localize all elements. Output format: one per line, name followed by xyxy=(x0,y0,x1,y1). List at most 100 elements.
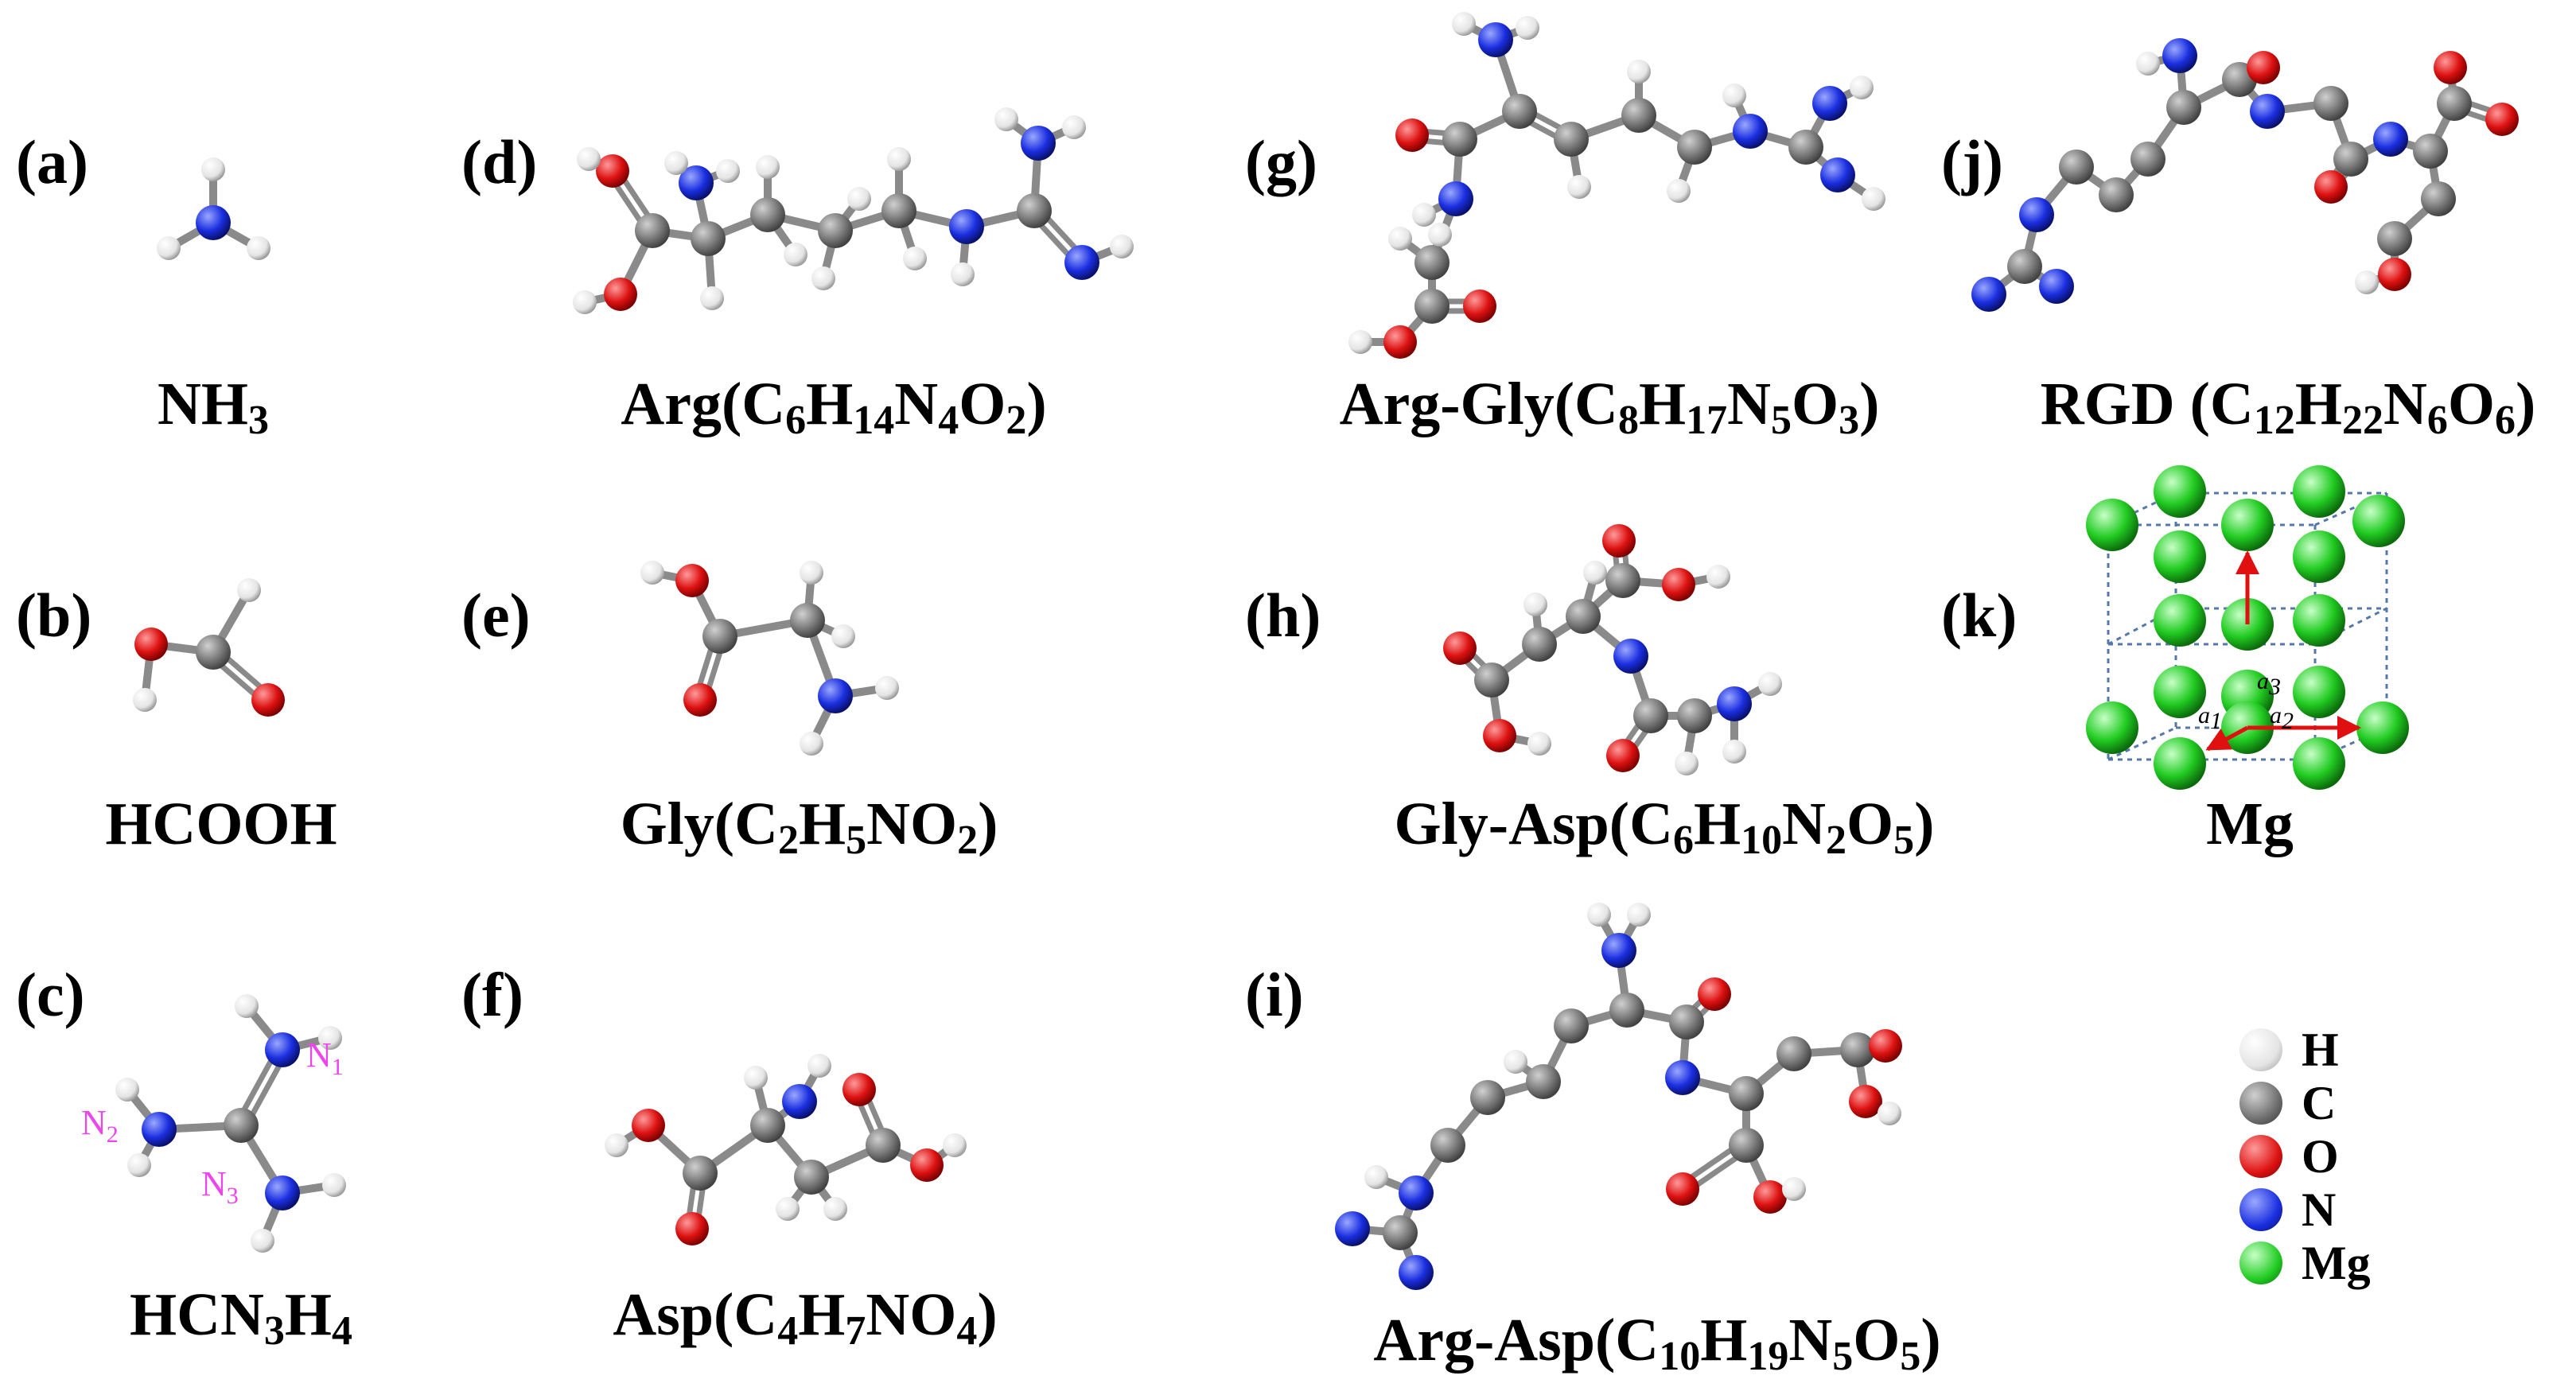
atom-h xyxy=(1627,60,1651,84)
atom-h xyxy=(157,236,181,260)
nitrogen-label-n1: N1 xyxy=(306,1036,344,1080)
atom-h xyxy=(1412,203,1436,227)
caption-arg-gly: Arg-Gly(C8H17N5O3) xyxy=(1340,374,1880,441)
formula-text: ) xyxy=(1914,791,1935,857)
atom-h xyxy=(1850,76,1874,99)
atom-h xyxy=(1878,1102,1901,1125)
legend-swatch-h xyxy=(2239,1028,2282,1071)
legend-label-mg: Mg xyxy=(2302,1237,2371,1289)
atom-c xyxy=(2377,221,2412,256)
molecule-arg-gly xyxy=(1348,12,1885,359)
atom-h xyxy=(776,1197,800,1221)
atom-mg xyxy=(2086,499,2138,551)
atom-h xyxy=(1364,1165,1388,1189)
atom-mg xyxy=(2154,594,2206,647)
molecule-arg xyxy=(573,107,1134,314)
formula-subscript: 10 xyxy=(1659,1334,1701,1379)
atom-c xyxy=(2413,134,2448,169)
atom-o xyxy=(1666,1172,1699,1206)
formula-subscript: 22 xyxy=(2341,398,2383,443)
atom-n xyxy=(1335,1211,1370,1246)
formula-text: H xyxy=(806,371,854,437)
formula-subscript: 3 xyxy=(263,1308,285,1354)
atom-c xyxy=(1442,122,1477,157)
atom-n xyxy=(1613,639,1648,674)
formula-text: HCN xyxy=(129,1281,264,1348)
atom-mg xyxy=(2293,530,2345,583)
formula-subscript: 6 xyxy=(2426,398,2448,443)
atom-o xyxy=(1463,289,1496,323)
formula-subscript: 2 xyxy=(778,818,799,863)
panel-tag-i: (i) xyxy=(1245,960,1304,1029)
lattice-label-a1: a1 xyxy=(2198,702,2222,734)
atom-c xyxy=(635,213,670,248)
atom-c xyxy=(1669,1004,1704,1039)
atom-h xyxy=(1706,565,1730,589)
atom-h xyxy=(251,1229,274,1253)
panel-tag-b: (b) xyxy=(16,581,92,650)
atom-n xyxy=(142,1112,177,1147)
formula-text: ) xyxy=(2515,371,2536,437)
lattice-label-a3: a3 xyxy=(2257,668,2281,700)
caption-gly-asp: Gly-Asp(C6H10N2O5) xyxy=(1395,794,1935,861)
atom-mg xyxy=(2293,737,2345,790)
legend-swatch-n xyxy=(2239,1188,2282,1231)
atom-h xyxy=(1587,903,1611,927)
atom-c xyxy=(750,197,785,232)
panel-tag-k: (k) xyxy=(1941,581,2018,650)
panel-tag-h: (h) xyxy=(1245,581,1321,650)
atom-h xyxy=(237,578,261,602)
formula-text: O xyxy=(1853,1307,1901,1374)
atom-o xyxy=(1698,977,1731,1011)
atom-o xyxy=(2434,51,2467,84)
atom-mg xyxy=(2154,530,2206,583)
caption-rgd: RGD (C12H22N6O6) xyxy=(2041,374,2536,441)
formula-subscript: 7 xyxy=(845,1308,866,1354)
atom-h xyxy=(247,236,270,260)
formula-subscript: 3 xyxy=(1839,398,1860,443)
atom-n xyxy=(679,165,714,200)
atom-h xyxy=(784,243,807,266)
atom-n xyxy=(1399,1175,1434,1210)
atom-c xyxy=(2313,86,2348,121)
atom-h xyxy=(1583,561,1607,585)
formula-text: O xyxy=(959,371,1006,437)
atom-h xyxy=(1782,1177,1806,1201)
molecule-hcooh xyxy=(133,578,285,717)
atom-h xyxy=(887,147,911,171)
formula-subscript: 8 xyxy=(1617,398,1639,443)
atom-n xyxy=(1021,126,1056,161)
atom-n xyxy=(265,1032,300,1067)
atom-h xyxy=(235,994,259,1018)
atom-h xyxy=(903,247,927,270)
atom-n xyxy=(1478,22,1513,57)
atom-mg xyxy=(2221,499,2274,551)
cell-edge xyxy=(2107,726,2177,761)
formula-text: ) xyxy=(1920,1307,1941,1374)
atom-h xyxy=(1758,672,1782,696)
atom-o xyxy=(1869,1029,1902,1063)
atom-h xyxy=(756,155,780,179)
formula-text: N xyxy=(1788,1307,1833,1374)
atom-h xyxy=(664,151,688,175)
atom-h xyxy=(1523,593,1547,616)
formula-subscript: 5 xyxy=(1770,398,1792,443)
atom-h xyxy=(1675,752,1699,775)
formula-text: H xyxy=(799,791,846,857)
atom-h xyxy=(201,157,225,181)
atom-h xyxy=(1722,84,1746,107)
formula-subscript: 2 xyxy=(1826,818,1847,863)
atom-o xyxy=(1602,524,1636,558)
molecule-hcn3h4 xyxy=(115,994,346,1253)
atom-h xyxy=(1567,175,1591,199)
atom-o xyxy=(683,683,717,717)
caption-arg-asp: Arg-Asp(C10H19N5O5) xyxy=(1373,1310,1940,1378)
atom-h xyxy=(127,1153,151,1177)
atom-o xyxy=(2314,170,2348,204)
atom-c xyxy=(1554,122,1589,157)
atom-h xyxy=(1388,227,1412,251)
atom-h xyxy=(847,187,871,211)
lattice-label-a2: a2 xyxy=(2270,702,2294,734)
atom-h xyxy=(322,1173,346,1197)
atom-h xyxy=(700,286,724,310)
